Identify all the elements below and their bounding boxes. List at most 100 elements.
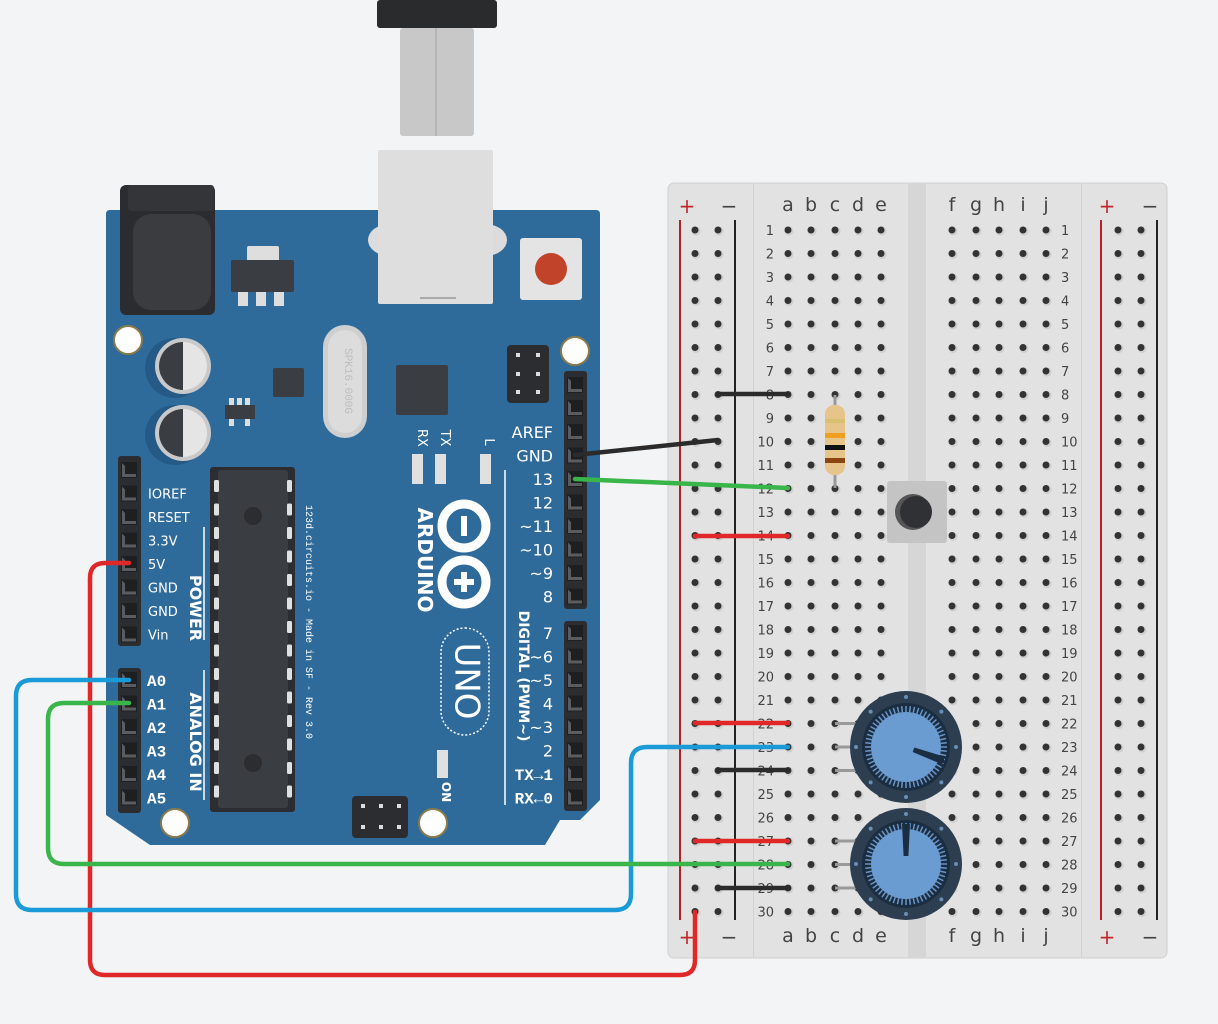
row-number-right: 18	[1061, 624, 1078, 639]
board-credit: 123d.circuits.io - Made in SF - Rev 3.0	[302, 505, 314, 739]
column-label: d	[852, 194, 864, 216]
row-number-right: 9	[1061, 412, 1069, 427]
column-label: e	[875, 925, 887, 947]
voltage-regulator	[231, 260, 294, 292]
potentiometer-2[interactable]	[835, 808, 962, 920]
column-label: j	[1042, 194, 1048, 216]
row-number-right: 21	[1061, 694, 1078, 709]
column-label: g	[970, 925, 982, 947]
potentiometer-knob[interactable]	[871, 712, 941, 782]
wire-pin13-to-row12[interactable]	[572, 476, 791, 491]
wire-a1-to-row28[interactable]	[45, 700, 791, 867]
row-number-left: 21	[757, 694, 774, 709]
regulator-pin	[238, 292, 248, 306]
pin-label: TX→1	[515, 767, 553, 785]
column-label: b	[805, 194, 817, 216]
l-led-label: L	[481, 438, 496, 446]
usb-cable[interactable]	[377, 0, 497, 136]
pin-label: A4	[147, 767, 167, 785]
brand-label: ARDUINO	[413, 508, 437, 613]
crystal-oscillator: SPK16.000G	[323, 325, 367, 438]
resistor-band-4	[825, 458, 845, 463]
row-number-right: 17	[1061, 600, 1078, 615]
wire-5v-to-plus-rail[interactable]	[87, 560, 698, 978]
column-label: f	[949, 194, 957, 216]
chip-pin	[214, 762, 219, 774]
row-number-left: 25	[757, 788, 774, 803]
pin-label: 13	[533, 470, 553, 489]
column-label: b	[805, 925, 817, 947]
arduino-uno[interactable]: SPK16.000G RX TX L 123d.circuits.io - Ma…	[106, 150, 600, 845]
chip-pin	[214, 691, 219, 704]
row-number-right: 2	[1061, 248, 1069, 263]
pin-label: ~9	[529, 564, 553, 583]
pin-label: 5V	[148, 558, 165, 573]
chip-pin	[287, 668, 292, 680]
column-label: g	[970, 194, 982, 216]
pin-label: ~5	[529, 671, 553, 690]
chip-pin	[214, 785, 219, 798]
row-number-right: 6	[1061, 342, 1069, 357]
mounting-hole	[560, 336, 590, 366]
plus-rail-label: +	[679, 194, 696, 218]
row-number-left: 1	[766, 224, 774, 239]
plus-rail-label: +	[679, 925, 696, 949]
row-number-right: 12	[1061, 483, 1078, 498]
column-label: d	[852, 925, 864, 947]
chip-pin	[287, 785, 292, 798]
row-number-left: 2	[766, 248, 774, 263]
resistor-band-3	[825, 445, 845, 450]
l-led	[480, 454, 491, 484]
chip-pin	[214, 574, 219, 586]
minus-rail-label: −	[721, 194, 738, 218]
power-jack-socket	[133, 214, 211, 310]
rx-led	[412, 454, 423, 484]
potentiometer-1[interactable]	[835, 691, 962, 803]
chip-pin	[214, 621, 219, 633]
pin-label: 3.3V	[148, 535, 178, 550]
reset-button[interactable]	[520, 238, 582, 300]
pin-label: 12	[533, 494, 553, 513]
chip-pin	[214, 527, 219, 539]
wire-gnd-to-rail[interactable]	[572, 437, 721, 458]
regulator-tab	[247, 246, 279, 262]
divider-left	[753, 183, 754, 958]
row-number-right: 23	[1061, 741, 1078, 756]
arduino-logo	[437, 499, 491, 609]
chip-pin	[287, 574, 292, 586]
resistor-band-2	[825, 433, 845, 438]
usb-cable-plug-body	[377, 0, 497, 28]
pin-label: ~6	[529, 648, 553, 667]
potentiometer-pointer	[912, 747, 945, 765]
chip-pin	[287, 715, 292, 727]
potentiometer-knob[interactable]	[871, 829, 941, 899]
model-label: UNO	[447, 642, 487, 719]
row-number-left: 3	[766, 271, 774, 286]
chip-pin	[214, 715, 219, 727]
row-number-right: 16	[1061, 577, 1078, 592]
divider-right	[1081, 183, 1082, 958]
row-number-left: 9	[766, 412, 774, 427]
tx-led	[435, 454, 446, 484]
digital-section-label: DIGITAL (PWM~)	[515, 611, 531, 742]
usb-connector-seam	[435, 28, 437, 136]
pushbutton[interactable]	[887, 481, 947, 543]
row-number-right: 11	[1061, 459, 1078, 474]
chip-pin	[287, 527, 292, 539]
wire-a0-to-row23[interactable]	[13, 677, 791, 913]
pin-label: RX←0	[515, 791, 553, 809]
row-number-right: 20	[1061, 671, 1078, 686]
row-number-right: 27	[1061, 835, 1078, 850]
row-number-left: 13	[757, 506, 774, 521]
pin-label: 4	[543, 695, 553, 714]
row-number-left: 26	[757, 812, 774, 827]
pin-label: 2	[543, 742, 553, 761]
mounting-hole	[113, 325, 143, 355]
pin-label: Vin	[148, 629, 168, 644]
resistor[interactable]	[825, 395, 845, 488]
power-jack-top	[128, 185, 214, 211]
row-number-right: 1	[1061, 224, 1069, 239]
analog-section-label: ANALOG IN	[186, 692, 205, 791]
